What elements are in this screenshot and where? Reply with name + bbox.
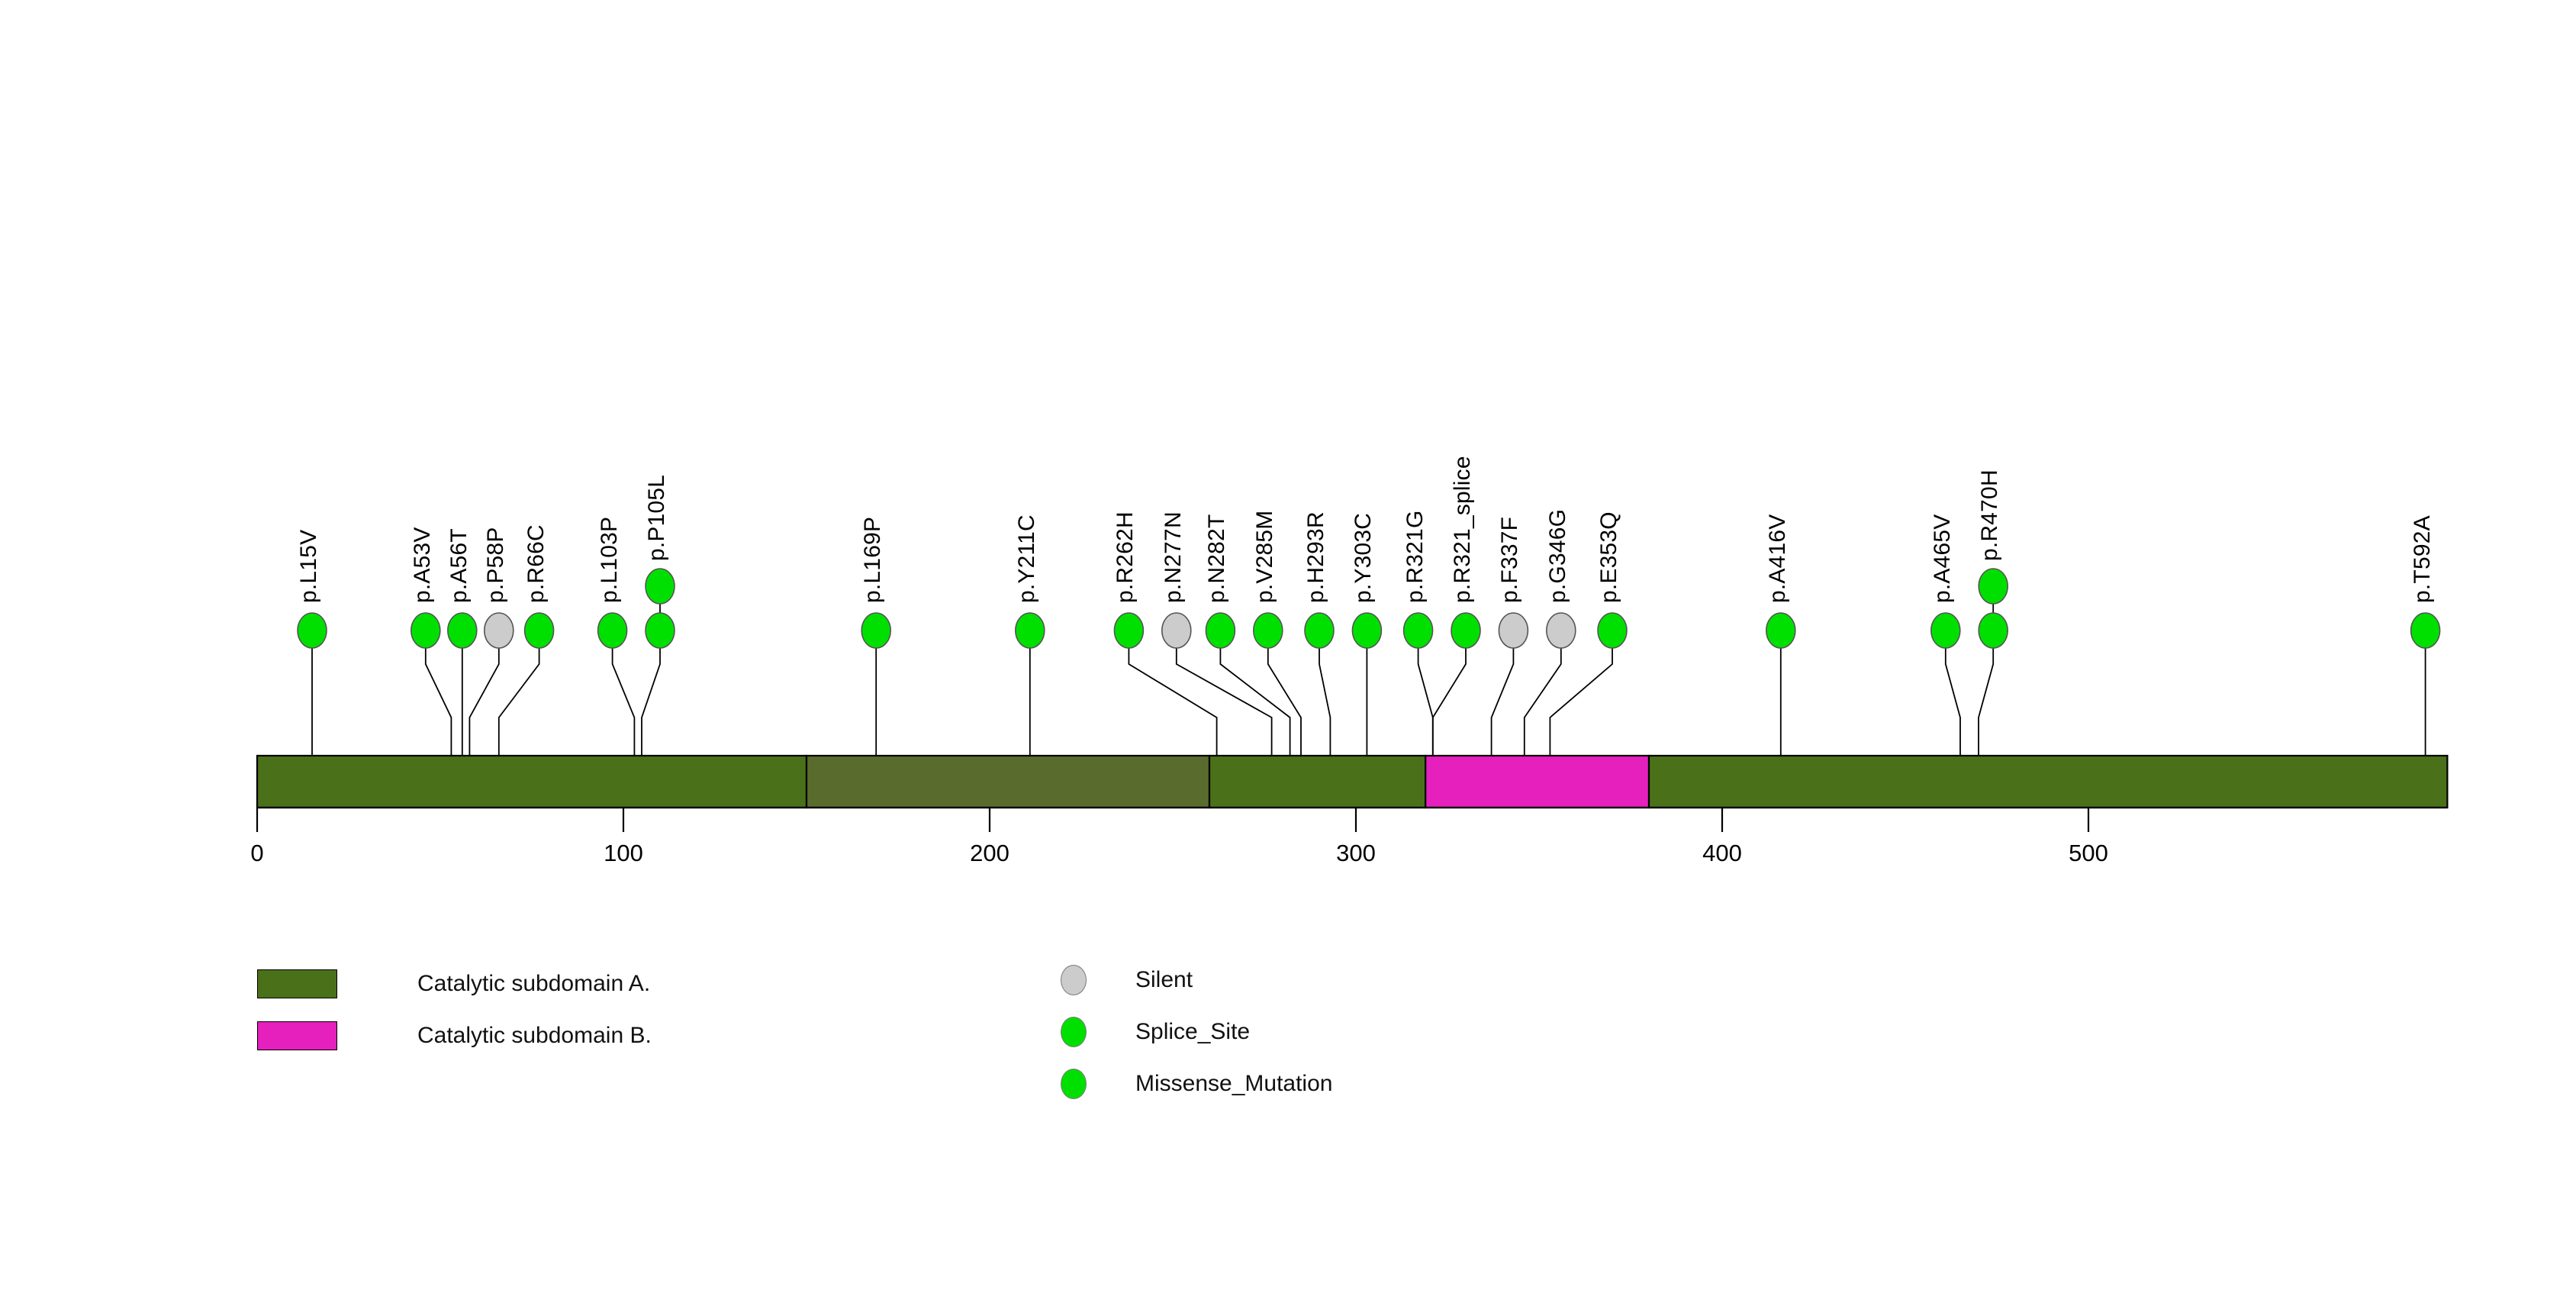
lollipop-head[interactable] bbox=[1161, 612, 1192, 649]
domain-segment[interactable] bbox=[1208, 754, 1427, 809]
protein-domain-bar bbox=[256, 754, 2449, 809]
mutation-label[interactable]: p.A465V bbox=[1929, 514, 1955, 604]
lollipop-heads-group bbox=[297, 568, 2441, 649]
mutation-label[interactable]: p.G346G bbox=[1544, 508, 1570, 603]
lollipop-head[interactable] bbox=[1930, 612, 1961, 649]
lollipop-head[interactable] bbox=[297, 612, 327, 649]
mutation-label[interactable]: p.F337F bbox=[1497, 516, 1523, 603]
domain-legend-swatch bbox=[257, 1021, 337, 1050]
mutation-label[interactable]: p.L15V bbox=[296, 529, 321, 603]
lollipop-head[interactable] bbox=[1978, 612, 2008, 649]
mutation-type-legend-label: Splice_Site bbox=[1135, 1019, 1251, 1044]
lollipop-head[interactable] bbox=[861, 612, 891, 649]
mutation-type-legend-row[interactable]: Splice_Site bbox=[1034, 1006, 1332, 1058]
mutation-type-legend-swatch bbox=[1061, 965, 1087, 995]
lollipop-head[interactable] bbox=[645, 568, 675, 605]
axis-tick-label: 300 bbox=[1336, 840, 1376, 866]
x-axis bbox=[256, 806, 2448, 832]
mutation-label[interactable]: p.R470H bbox=[1977, 469, 2003, 561]
mutation-type-legend-swatch bbox=[1061, 1069, 1087, 1099]
lollipop-head[interactable] bbox=[1546, 612, 1576, 649]
mutation-type-legend-row[interactable]: Silent bbox=[1034, 954, 1332, 1006]
lollipop-head[interactable] bbox=[1304, 612, 1335, 649]
lollipop-head[interactable] bbox=[410, 612, 441, 649]
domain-legend: Catalytic subdomain A. Catalytic subdomai… bbox=[257, 958, 652, 1062]
axis-tick-label: 500 bbox=[2069, 840, 2108, 866]
mutation-label[interactable]: p.P58P bbox=[482, 527, 508, 603]
mutation-label[interactable]: p.N282T bbox=[1204, 514, 1230, 603]
mutation-label[interactable]: p.R262H bbox=[1113, 511, 1138, 603]
lollipop-head[interactable] bbox=[1253, 612, 1283, 649]
lollipop-head[interactable] bbox=[483, 612, 514, 649]
mutation-label[interactable]: p.A53V bbox=[409, 527, 435, 603]
mutation-type-legend-row[interactable]: Missense_Mutation bbox=[1034, 1058, 1332, 1110]
lollipop-head[interactable] bbox=[1113, 612, 1145, 649]
domain-segment[interactable] bbox=[805, 754, 1211, 809]
mutation-type-legend-label: Missense_Mutation bbox=[1135, 1071, 1333, 1096]
axis-tick-label: 200 bbox=[970, 840, 1009, 866]
domain-legend-row[interactable]: Catalytic subdomain B. bbox=[257, 1010, 652, 1062]
mutation-type-legend-label: Silent bbox=[1135, 967, 1193, 992]
mutation-label[interactable]: p.N277N bbox=[1160, 511, 1186, 603]
mutation-label[interactable]: p.Y303C bbox=[1351, 512, 1377, 603]
mutation-label[interactable]: p.R321_splice bbox=[1450, 456, 1475, 603]
lollipop-head[interactable] bbox=[1205, 612, 1236, 649]
lollipop-head[interactable] bbox=[1015, 612, 1045, 649]
domain-legend-label: Catalytic subdomain A. bbox=[417, 971, 651, 996]
mutation-label[interactable]: p.Y211C bbox=[1013, 514, 1039, 603]
lollipop-head[interactable] bbox=[1402, 612, 1434, 649]
mutation-label[interactable]: p.L169P bbox=[860, 516, 886, 603]
axis-tick-label: 0 bbox=[250, 840, 264, 866]
domain-legend-label: Catalytic subdomain B. bbox=[417, 1023, 652, 1048]
lollipop-head[interactable] bbox=[1498, 612, 1529, 649]
lollipop-head[interactable] bbox=[446, 612, 478, 649]
mutation-label[interactable]: p.L103P bbox=[596, 516, 622, 603]
lollipop-head[interactable] bbox=[1351, 612, 1383, 649]
domain-legend-row[interactable]: Catalytic subdomain A. bbox=[257, 958, 652, 1010]
mutation-label[interactable]: p.R66C bbox=[523, 524, 549, 603]
lollipop-head[interactable] bbox=[2410, 612, 2441, 649]
mutation-label[interactable]: p.E353Q bbox=[1596, 511, 1621, 603]
domain-segment[interactable] bbox=[1647, 754, 2449, 809]
lollipop-head[interactable] bbox=[1766, 612, 1796, 649]
mutation-type-legend-swatch bbox=[1061, 1017, 1087, 1047]
mutation-label[interactable]: p.A56T bbox=[446, 528, 472, 603]
lollipop-head[interactable] bbox=[645, 612, 675, 649]
axis-tick-label: 400 bbox=[1702, 840, 1742, 866]
lollipop-head[interactable] bbox=[523, 612, 555, 649]
mutation-label[interactable]: p.V285M bbox=[1251, 510, 1277, 603]
lollipop-head[interactable] bbox=[1978, 568, 2008, 605]
mutation-label[interactable]: p.T592A bbox=[2409, 515, 2435, 603]
mutation-label[interactable]: p.P105L bbox=[644, 474, 669, 561]
axis-tick-label: 100 bbox=[604, 840, 643, 866]
lollipop-head[interactable] bbox=[597, 612, 628, 649]
domain-legend-swatch bbox=[257, 969, 337, 998]
mutation-label[interactable]: p.R321G bbox=[1402, 510, 1428, 603]
domain-segment[interactable] bbox=[1425, 754, 1650, 809]
lollipop-head[interactable] bbox=[1451, 612, 1481, 649]
domain-segment[interactable] bbox=[256, 754, 808, 809]
lollipop-head[interactable] bbox=[1597, 612, 1628, 649]
mutation-label[interactable]: p.A416V bbox=[1764, 514, 1790, 604]
mutation-label[interactable]: p.H293R bbox=[1303, 511, 1328, 603]
